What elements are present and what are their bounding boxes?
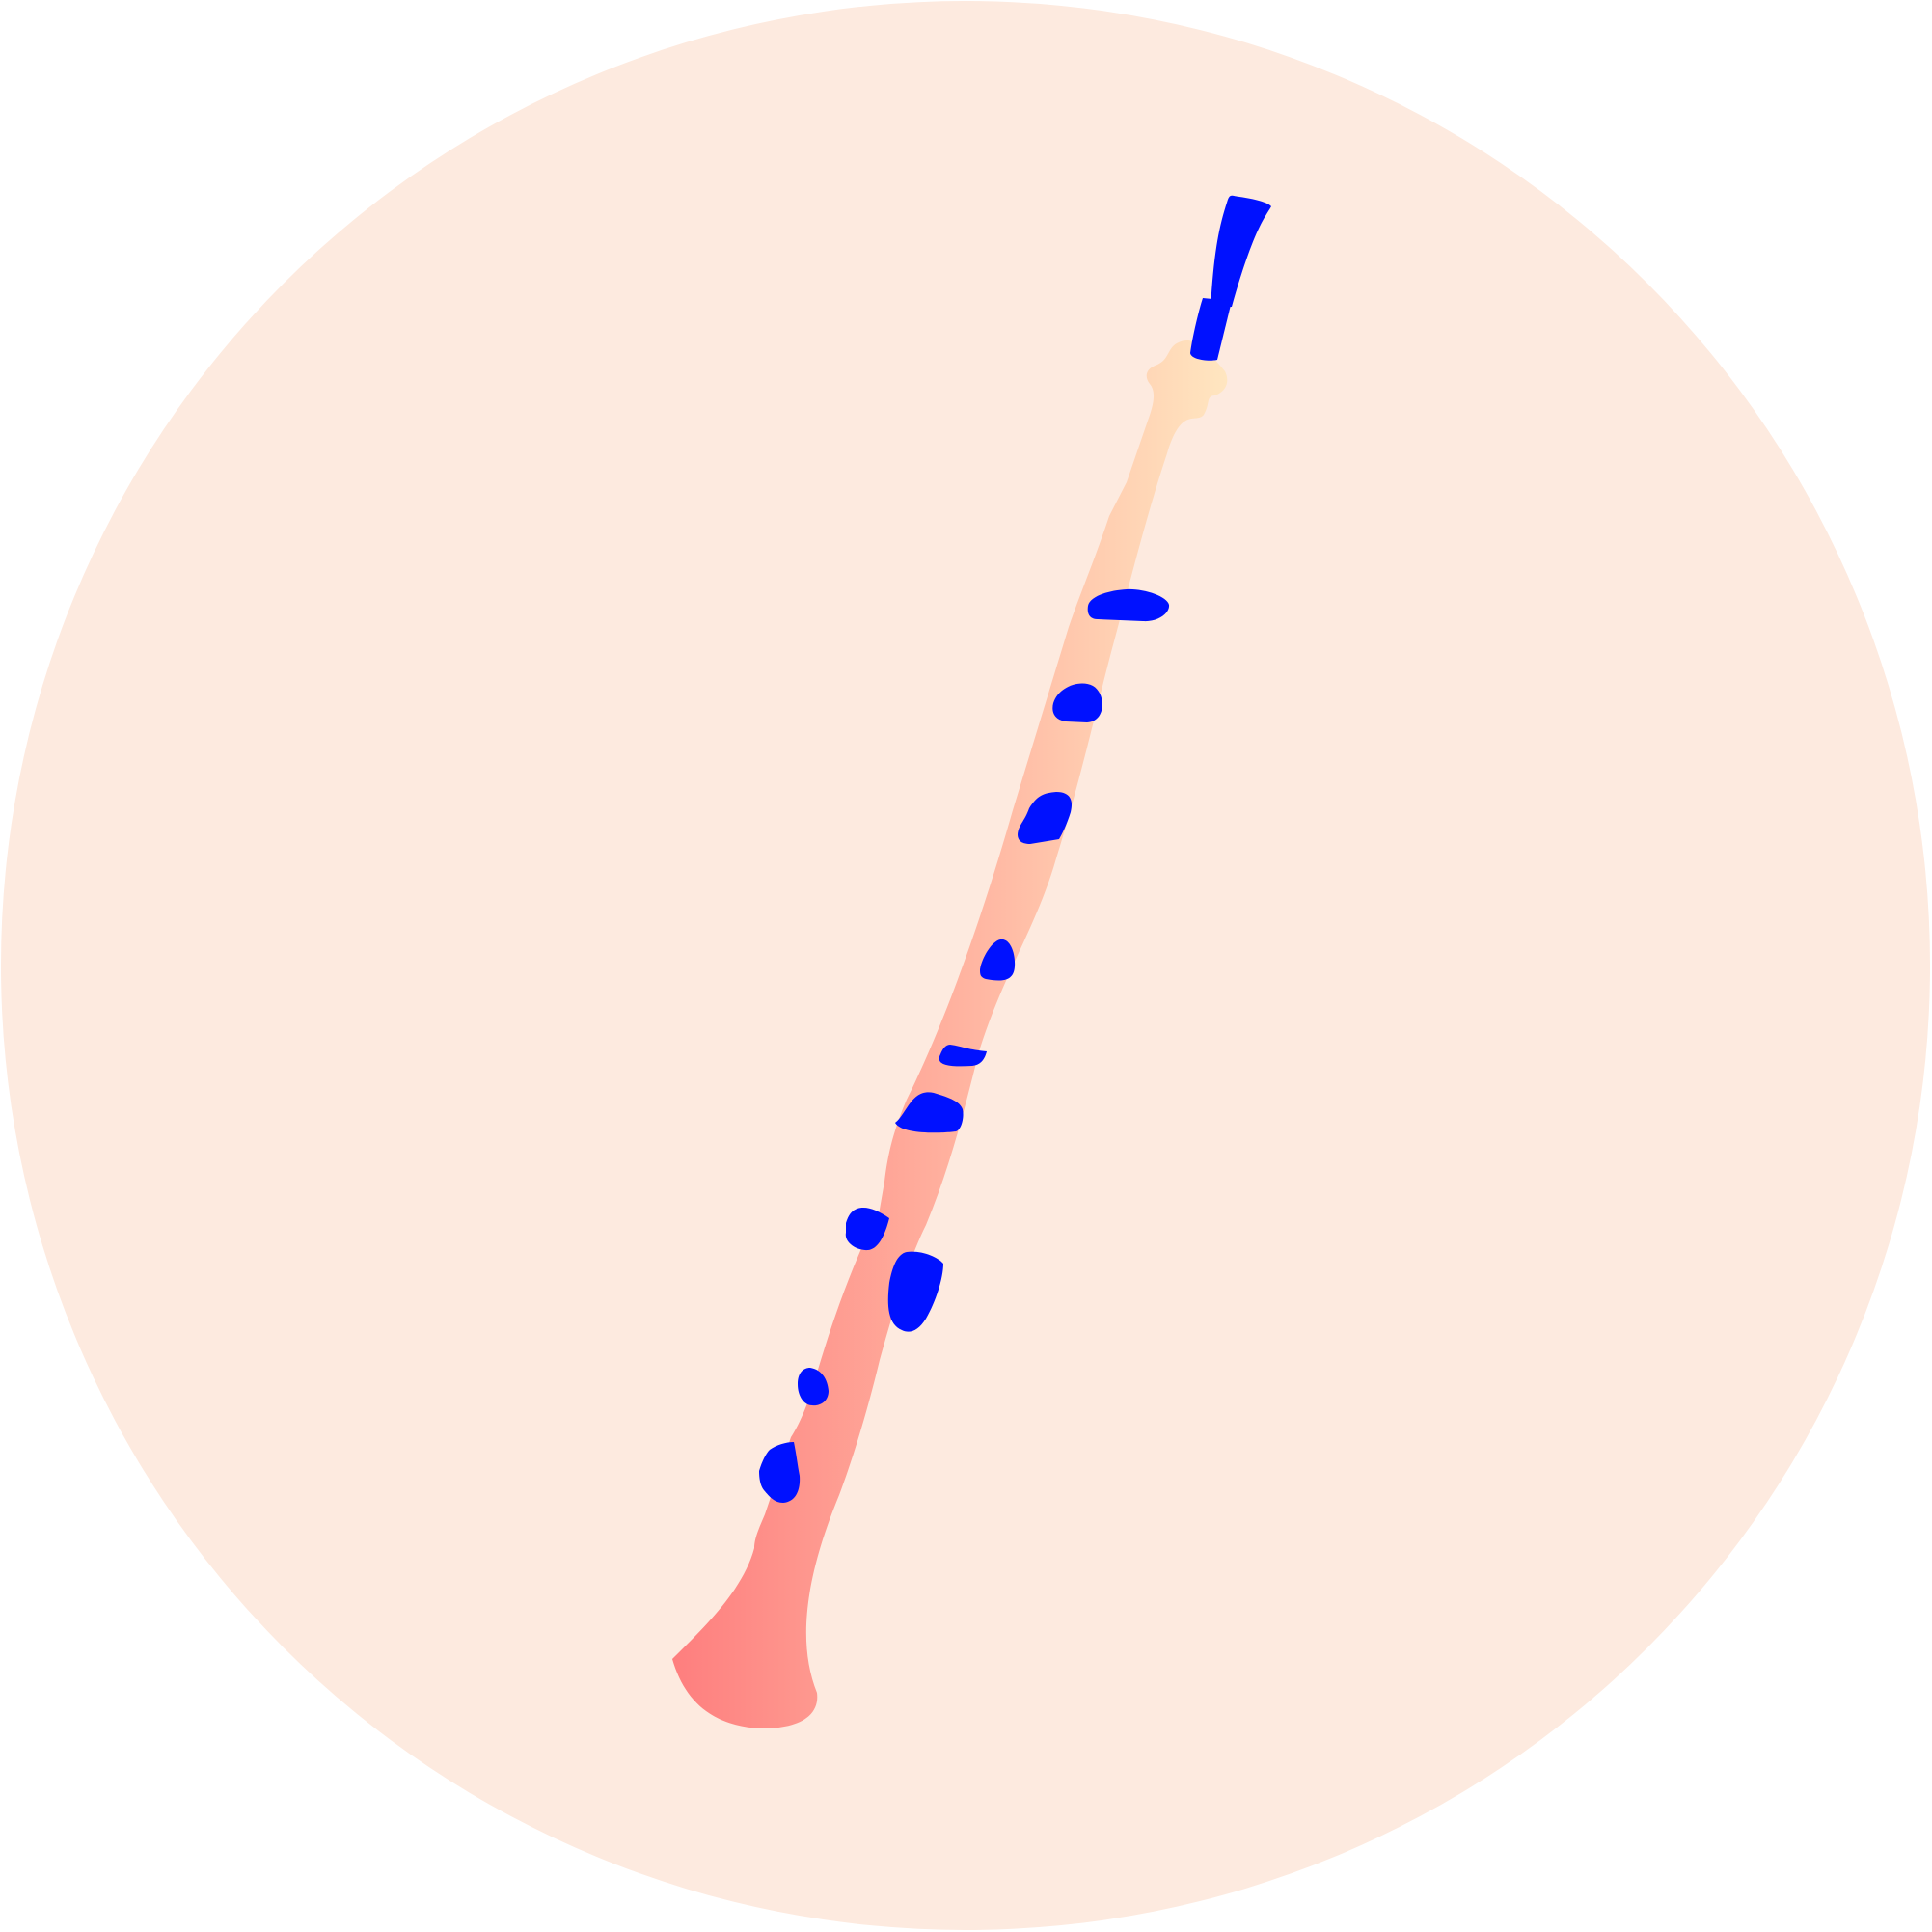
- key-3-icon: [1018, 792, 1073, 844]
- key-7-icon: [845, 1208, 889, 1251]
- key-2-icon: [1052, 683, 1102, 722]
- key-9-icon: [798, 1368, 829, 1406]
- key-6-icon: [895, 1092, 964, 1133]
- clarinet-keys: [759, 195, 1271, 1503]
- reed-key-icon: [1211, 195, 1271, 308]
- key-5-icon: [939, 1045, 987, 1067]
- mouthpiece-key-icon: [1190, 298, 1232, 361]
- key-8-icon: [887, 1251, 943, 1332]
- key-4-icon: [980, 939, 1016, 981]
- key-10-icon: [759, 1442, 801, 1503]
- key-1-icon: [1087, 588, 1170, 622]
